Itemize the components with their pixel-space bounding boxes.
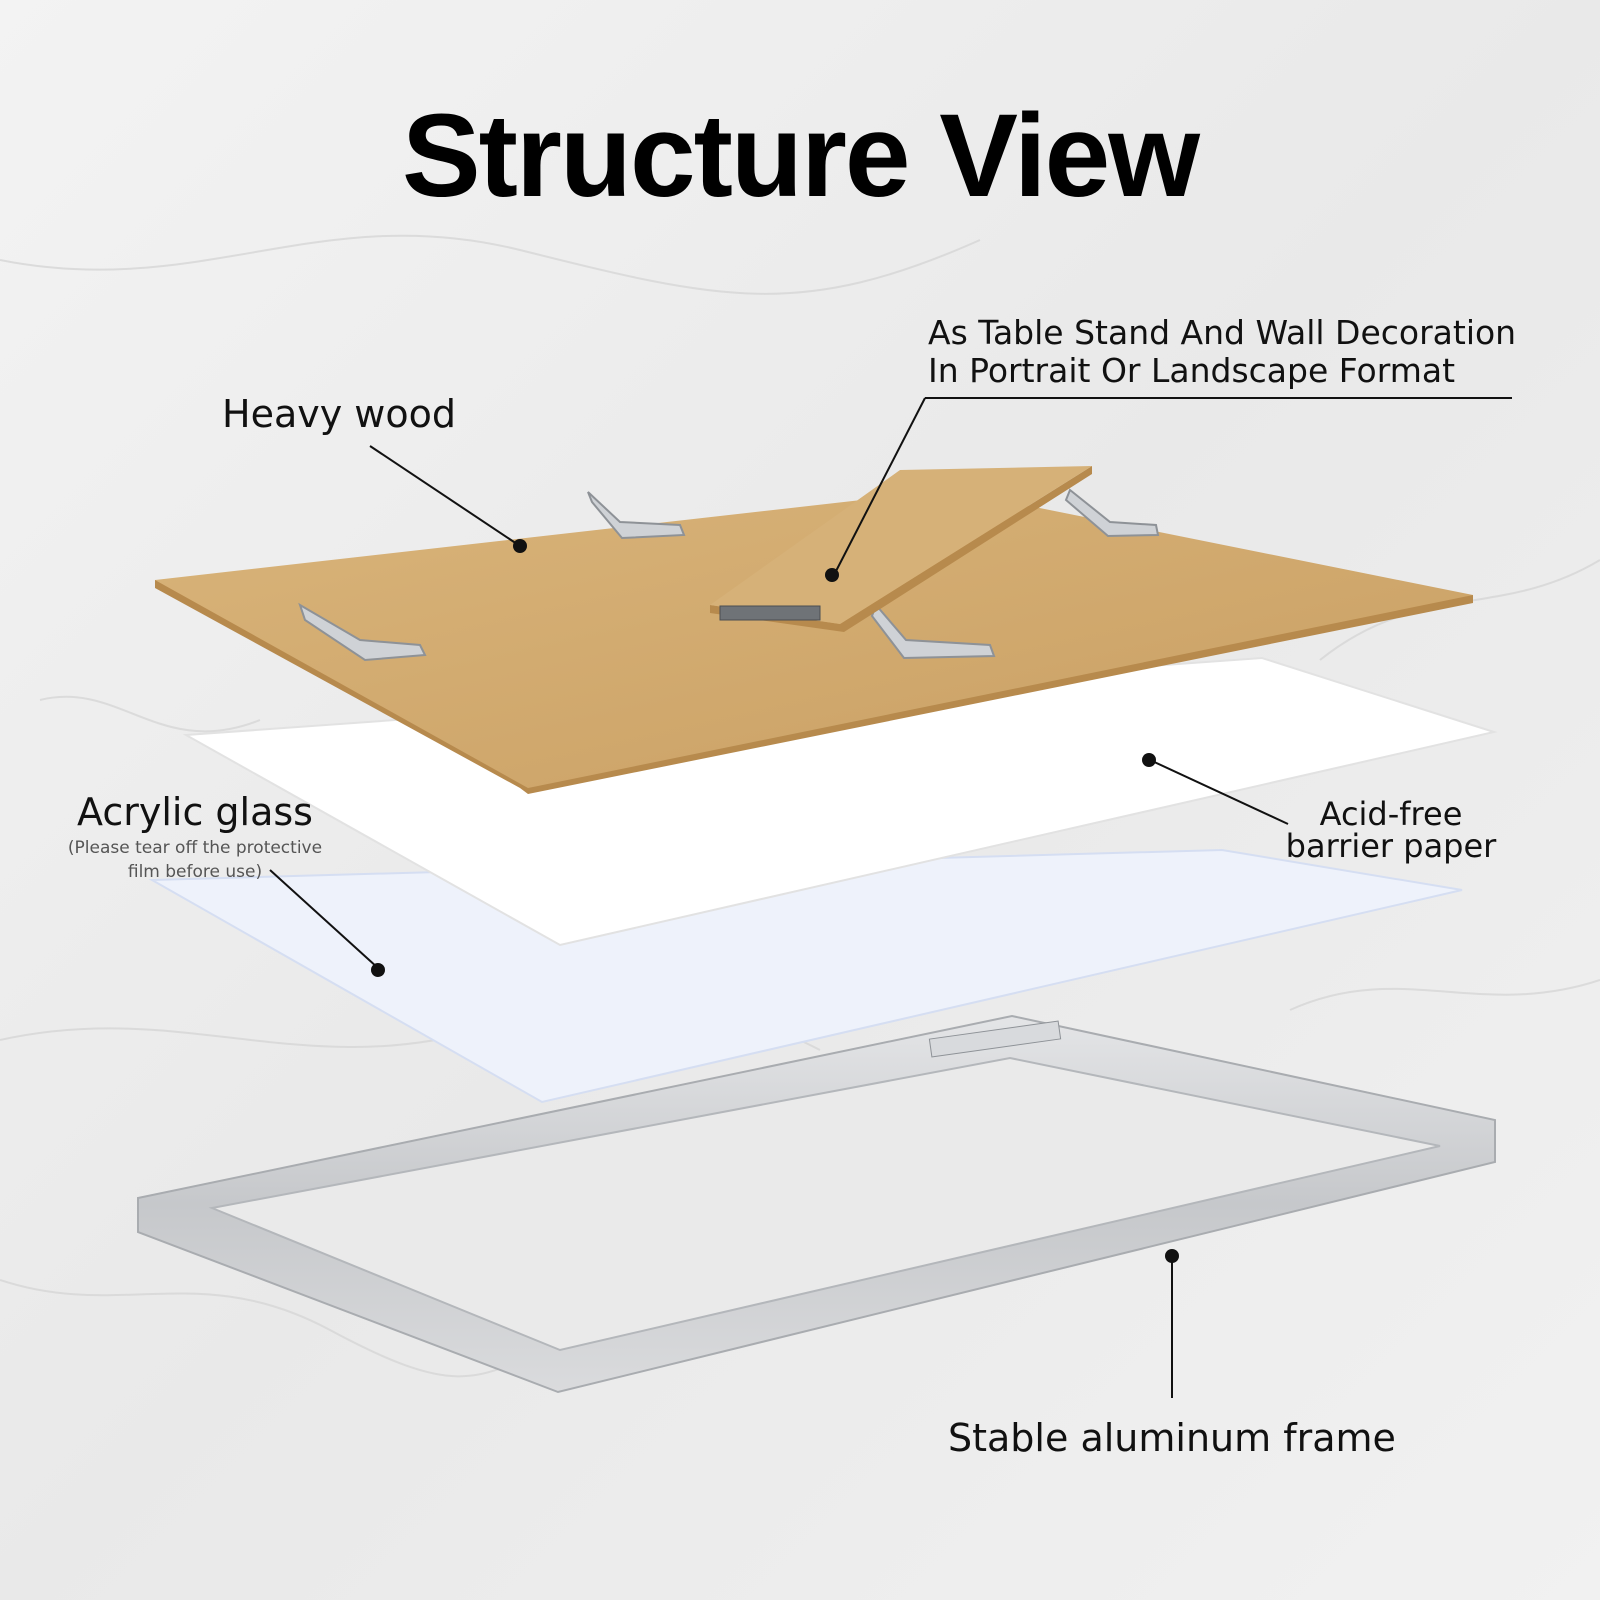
label-acrylic-title: Acrylic glass [77,790,313,834]
leader-lines [269,397,1512,1398]
frame-corner-bracket [928,1020,1062,1058]
label-aluminum-frame: Stable aluminum frame [948,1416,1396,1460]
label-heavy-wood: Heavy wood [222,392,456,436]
label-paper-line2: barrier paper [1285,827,1497,865]
label-acrylic-note-line2: film before use) [127,862,263,882]
dot-frame [1165,1249,1179,1263]
label-acrylic-glass: Acrylic glass (Please tear off the prote… [30,790,360,882]
dot-heavy-wood [513,539,527,553]
label-paper-line1: Acid-free [1319,795,1463,833]
dot-stand [825,568,839,582]
label-table-stand-line1: As Table Stand And Wall Decoration [928,313,1517,352]
page-title: Structure View [401,90,1200,222]
leader-dots [371,539,1179,1263]
label-table-stand: As Table Stand And Wall Decoration In Po… [928,314,1516,390]
label-acrylic-note-line1: (Please tear off the protective [67,838,323,858]
aluminum-frame [137,1014,1496,1394]
stand-leg [710,466,1092,624]
dot-paper [1142,753,1156,767]
label-table-stand-line2: In Portrait Or Landscape Format [928,351,1456,390]
stand-hinge [719,605,821,621]
wood-board [155,490,1473,788]
turn-clips [298,488,1160,662]
label-barrier-paper: Acid-free barrier paper [1256,798,1526,862]
frame-inner-opening [208,1056,1441,1352]
dot-acrylic [371,963,385,977]
